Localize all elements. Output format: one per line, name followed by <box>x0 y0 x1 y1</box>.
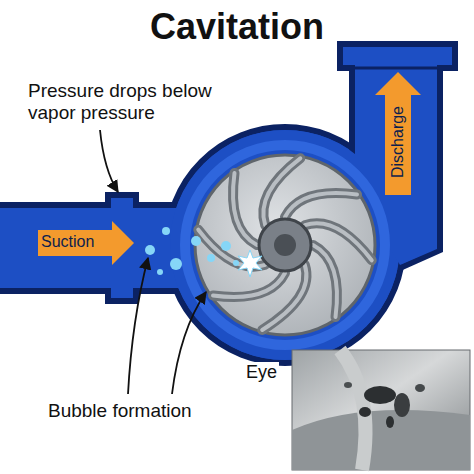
impeller-vane <box>213 273 285 297</box>
diagram-title: Cavitation <box>0 6 474 47</box>
vane-highlights <box>198 158 371 330</box>
discharge-flange <box>340 44 455 68</box>
photo-frame <box>292 350 470 470</box>
photo-metal <box>292 410 470 470</box>
vapor-bubbles <box>145 227 239 275</box>
bubble <box>207 254 215 262</box>
impeller-vane <box>305 223 372 260</box>
bubble <box>157 269 163 275</box>
eroded-impeller-photo <box>292 350 470 470</box>
erosion-pit <box>344 382 352 388</box>
bubble <box>145 245 155 255</box>
erosion-pit <box>386 416 394 428</box>
pump-casing-outline <box>0 44 455 363</box>
bubble <box>233 260 239 266</box>
suction-pipe-fill <box>0 208 182 288</box>
discharge-arrow <box>375 72 421 195</box>
erosion-pit <box>359 407 371 417</box>
impeller-hub <box>259 219 311 271</box>
impeller-vanes <box>198 158 371 330</box>
leader-line <box>172 292 206 394</box>
bubble <box>162 227 170 235</box>
volute-channel <box>185 145 385 345</box>
part-label: Eye <box>244 362 279 383</box>
note-label: Pressure drops below vapor pressure <box>28 80 258 124</box>
bubble <box>170 258 182 270</box>
suction-arrow <box>38 221 134 265</box>
leader-line <box>128 258 148 394</box>
erosion-pit <box>364 386 396 404</box>
pump-casing-fill <box>0 65 437 360</box>
suction-pipe <box>0 205 182 291</box>
shaft <box>274 234 296 256</box>
flow-label: Suction <box>41 233 94 251</box>
erosion-pit <box>415 384 425 392</box>
erosion-pit <box>394 393 410 417</box>
leader-line <box>100 130 118 192</box>
bubble <box>221 241 231 251</box>
leader-lines <box>100 130 206 394</box>
impeller-vane <box>233 173 257 245</box>
flow-label: Discharge <box>389 106 407 178</box>
bubble-collapse-burst <box>238 250 262 277</box>
flange-seam <box>345 67 450 70</box>
callout-label: Bubble formation <box>48 400 192 422</box>
impeller-vane <box>285 193 357 217</box>
bubble <box>191 236 201 246</box>
impeller-disc <box>195 155 375 335</box>
impeller-vane <box>313 245 337 317</box>
